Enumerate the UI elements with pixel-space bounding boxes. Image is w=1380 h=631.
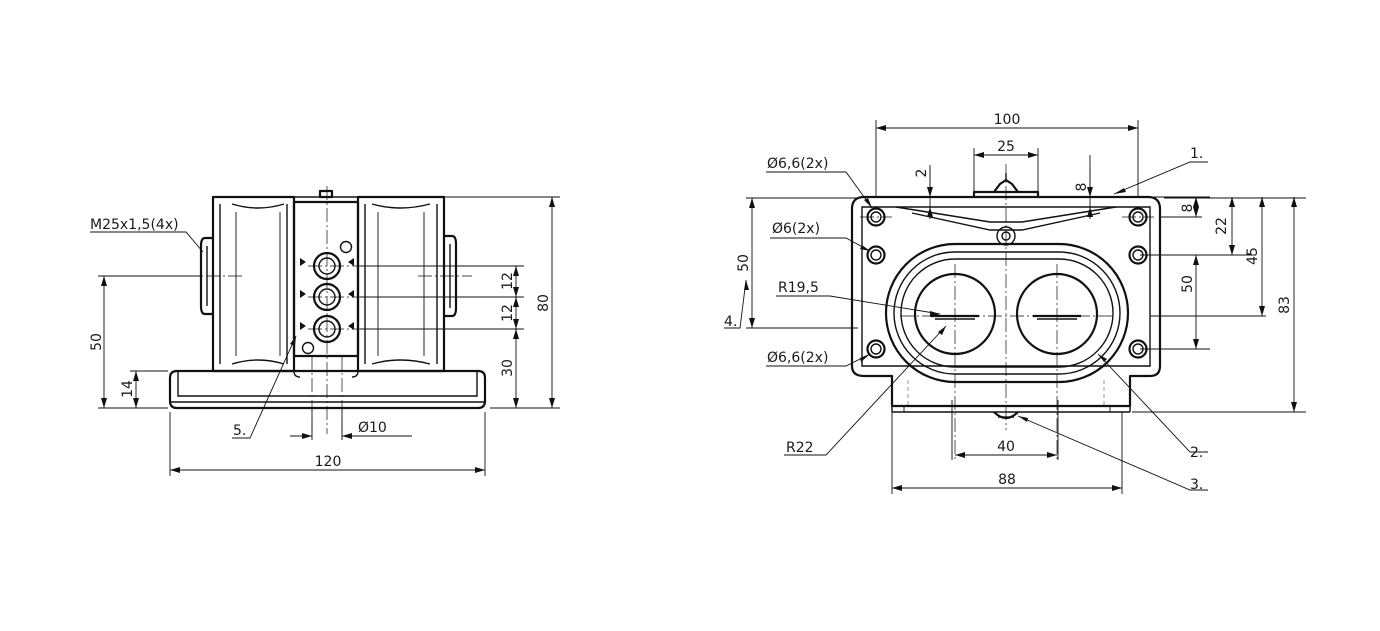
left-housing-right — [356, 195, 446, 373]
dim-plunger-width: 25 — [997, 139, 1015, 155]
dim-top-width: 100 — [994, 112, 1021, 128]
callout-5: 5. — [233, 423, 246, 439]
dim-mid-height: 50 — [1180, 275, 1196, 293]
dim-left-height: 50 — [736, 254, 752, 272]
dim-port-spacing-top: 12 — [500, 272, 516, 290]
callout-1: 1. — [1190, 146, 1203, 162]
dim-right-height: 45 — [1245, 247, 1261, 265]
label-hole-top: Ø6,6(2x) — [767, 156, 828, 172]
label-hole-bottom: Ø6,6(2x) — [767, 350, 828, 366]
dim-port-height: 50 — [89, 333, 105, 351]
left-housing-left — [211, 195, 296, 373]
left-base-plate — [168, 369, 487, 410]
callout-4: 4. — [724, 314, 737, 330]
left-view: M25x1,5(4x) 5. 80 50 14 120 12 12 30 Ø10 — [89, 186, 560, 476]
label-hole-mid: Ø6(2x) — [772, 221, 820, 237]
callout-2: 2. — [1190, 445, 1203, 461]
dim-hole-spacing: 40 — [997, 439, 1015, 455]
label-thread: M25x1,5(4x) — [90, 217, 179, 233]
right-housing-outline — [850, 195, 1162, 408]
dim-base-thickness: 14 — [120, 380, 136, 398]
dim-gap-left: 2 — [914, 169, 930, 178]
left-center-plate — [292, 200, 360, 358]
dim-base-width: 120 — [315, 454, 342, 470]
hole-bottom-left — [866, 339, 886, 359]
dim-top-offset: 8 — [1180, 204, 1196, 213]
gasket-outer — [884, 242, 1130, 384]
right-view: 100 25 2 8 8 22 50 45 83 50 40 88 Ø6,6(2… — [724, 112, 1306, 494]
dim-overall-height-right: 83 — [1277, 296, 1293, 314]
dim-mid-offset: 22 — [1214, 217, 1230, 235]
hole-mid-left — [866, 245, 886, 265]
dim-overall-height-left: 80 — [536, 294, 552, 312]
dim-shaft-diameter: Ø10 — [358, 420, 387, 436]
callout-3: 3. — [1190, 477, 1203, 493]
dim-bottom-port-height: 30 — [500, 359, 516, 377]
dim-bottom-width: 88 — [998, 472, 1016, 488]
dim-gap-right: 8 — [1074, 183, 1090, 192]
dim-port-spacing-bottom: 12 — [500, 304, 516, 322]
label-radius-inner: R19,5 — [778, 280, 819, 296]
label-radius-outer: R22 — [786, 440, 814, 456]
